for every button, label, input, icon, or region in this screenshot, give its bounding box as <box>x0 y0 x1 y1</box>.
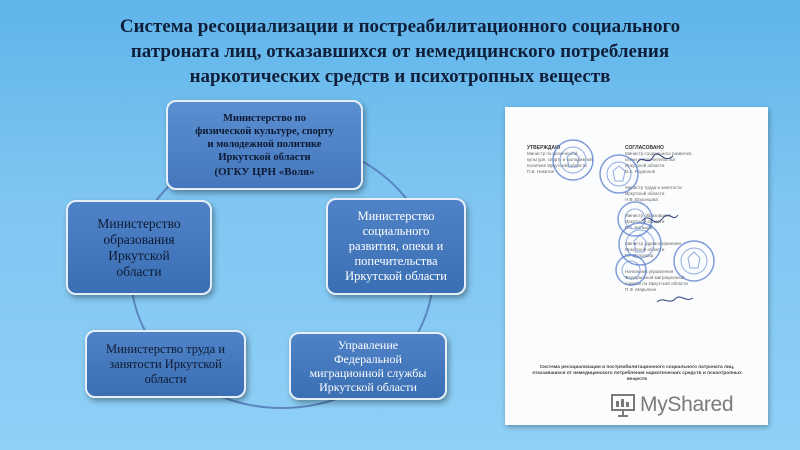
doc-line: Н.В. Воронцова <box>625 197 658 202</box>
doc-line: опеки и попечительства <box>625 157 676 162</box>
doc-agree-entry: Министр труда и занятости Иркутской обла… <box>625 185 745 203</box>
doc-line: Г.Г. Ослопова <box>625 253 654 258</box>
stamp-icon <box>552 139 594 181</box>
signature-icon <box>636 153 674 164</box>
node-migration-service: Управление Федеральной миграционной служ… <box>289 332 447 400</box>
doc-agree-heading: СОГЛАСОВАНО <box>625 145 664 151</box>
watermark-text: MyShared <box>640 393 734 416</box>
stamp-icon <box>617 201 653 237</box>
doc-line: Министр труда и занятости <box>625 185 682 190</box>
doc-line: Министр образования <box>625 213 672 218</box>
doc-line: В.А. Родионов <box>625 169 655 174</box>
doc-line: Начальник управления <box>625 269 674 274</box>
page-title: Система ресоциализации и постреабилитаци… <box>119 16 681 87</box>
doc-line: П.Ф. Марьясин <box>625 287 657 292</box>
doc-agree-entry: Начальник управления Федеральной миграци… <box>625 269 745 293</box>
stamp-icon <box>673 240 715 282</box>
doc-line: Иркутской области <box>625 191 665 196</box>
stamp-icon <box>599 154 639 194</box>
node-ministry-sport-label: Министерство по физической культуре, спо… <box>195 112 334 163</box>
node-ministry-sport-sub: (ОГКУ ЦРН «Воля» <box>214 165 315 178</box>
presentation-board-icon <box>611 394 635 417</box>
node-ministry-education: Министерство образования Иркутской облас… <box>66 200 212 295</box>
node-ministry-social: Министерство социального развития, опеки… <box>326 198 466 295</box>
doc-line: Министр здравоохранения <box>625 241 681 246</box>
doc-agree-entry: Министр социального развития, опеки и по… <box>625 151 745 175</box>
signature-icon <box>641 214 679 223</box>
node-ministry-sport: Министерство по физической культуре, спо… <box>166 100 363 190</box>
watermark: MyShared <box>610 392 734 418</box>
signature-icon <box>656 296 694 303</box>
doc-line: В.С. Кольцов <box>625 225 653 230</box>
document-thumbnail: УТВЕРЖДАЮ Министр по физической культуре… <box>505 107 768 425</box>
doc-line: службы по Иркутской области <box>625 281 688 286</box>
doc-approve-heading: УТВЕРЖДАЮ <box>527 145 561 151</box>
node-ministry-labor: Министерство труда и занятости Иркутской… <box>85 330 246 398</box>
doc-caption: Система ресоциализации и постреабилитаци… <box>532 365 742 382</box>
doc-line: Федеральной миграционной <box>625 275 685 280</box>
doc-approve-line: П.В. Никитин <box>527 169 555 174</box>
stamp-icon <box>615 254 647 286</box>
doc-approve-line: Министр по физической <box>527 151 578 156</box>
doc-line: Иркутской области <box>625 163 665 168</box>
doc-approve-line: политике Иркутской области <box>527 163 587 168</box>
doc-line: Министр социального развития, <box>625 151 693 156</box>
